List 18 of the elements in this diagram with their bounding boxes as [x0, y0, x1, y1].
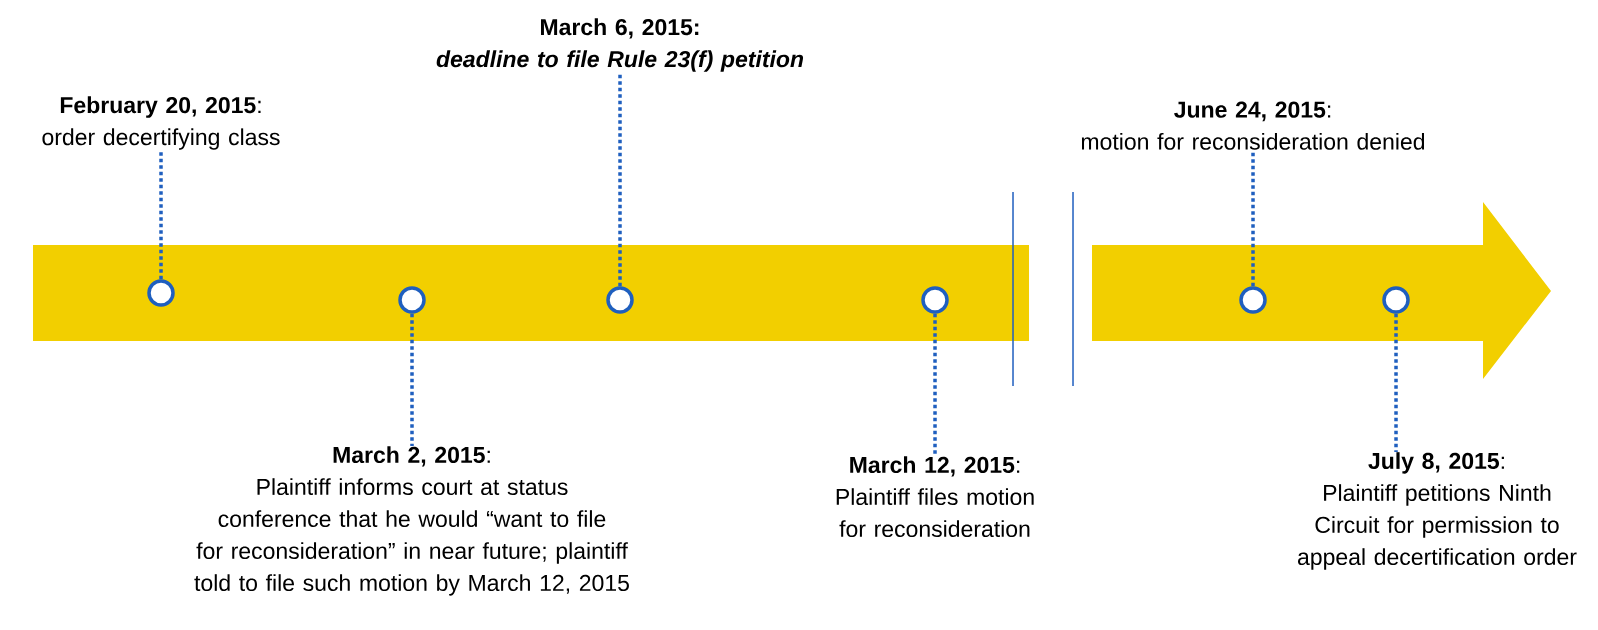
leader-line [1394, 313, 1398, 452]
event-marker [398, 286, 426, 314]
event-text: March 2, 2015: Plaintiff informs court at status conference that he would “want to file for reconsideration” in near future; plaintiff told to file such motion by March 12, 2015 [194, 446, 629, 596]
leader-line [410, 313, 414, 446]
leader-line [1251, 150, 1255, 287]
leader-line [618, 72, 622, 287]
event-marker [921, 286, 949, 314]
event-text: March 6, 2015: deadline to file Rule 23(f) petition [436, 18, 804, 72]
event-marker [147, 279, 175, 307]
event-marker [606, 286, 634, 314]
event-text: February 20, 2015: order decertifying class [42, 96, 280, 150]
leader-line [159, 150, 163, 280]
event-text: July 8, 2015: Plaintiff petitions Ninth Circuit for permission to appeal decertification order [1298, 452, 1577, 570]
event-text: March 12, 2015: Plaintiff files motion for reconsideration [836, 456, 1034, 538]
event-text: June 24, 2015: motion for reconsideration denied [1081, 101, 1425, 150]
event-marker [1382, 286, 1410, 314]
leader-line [933, 313, 937, 456]
event-marker [1239, 286, 1267, 314]
